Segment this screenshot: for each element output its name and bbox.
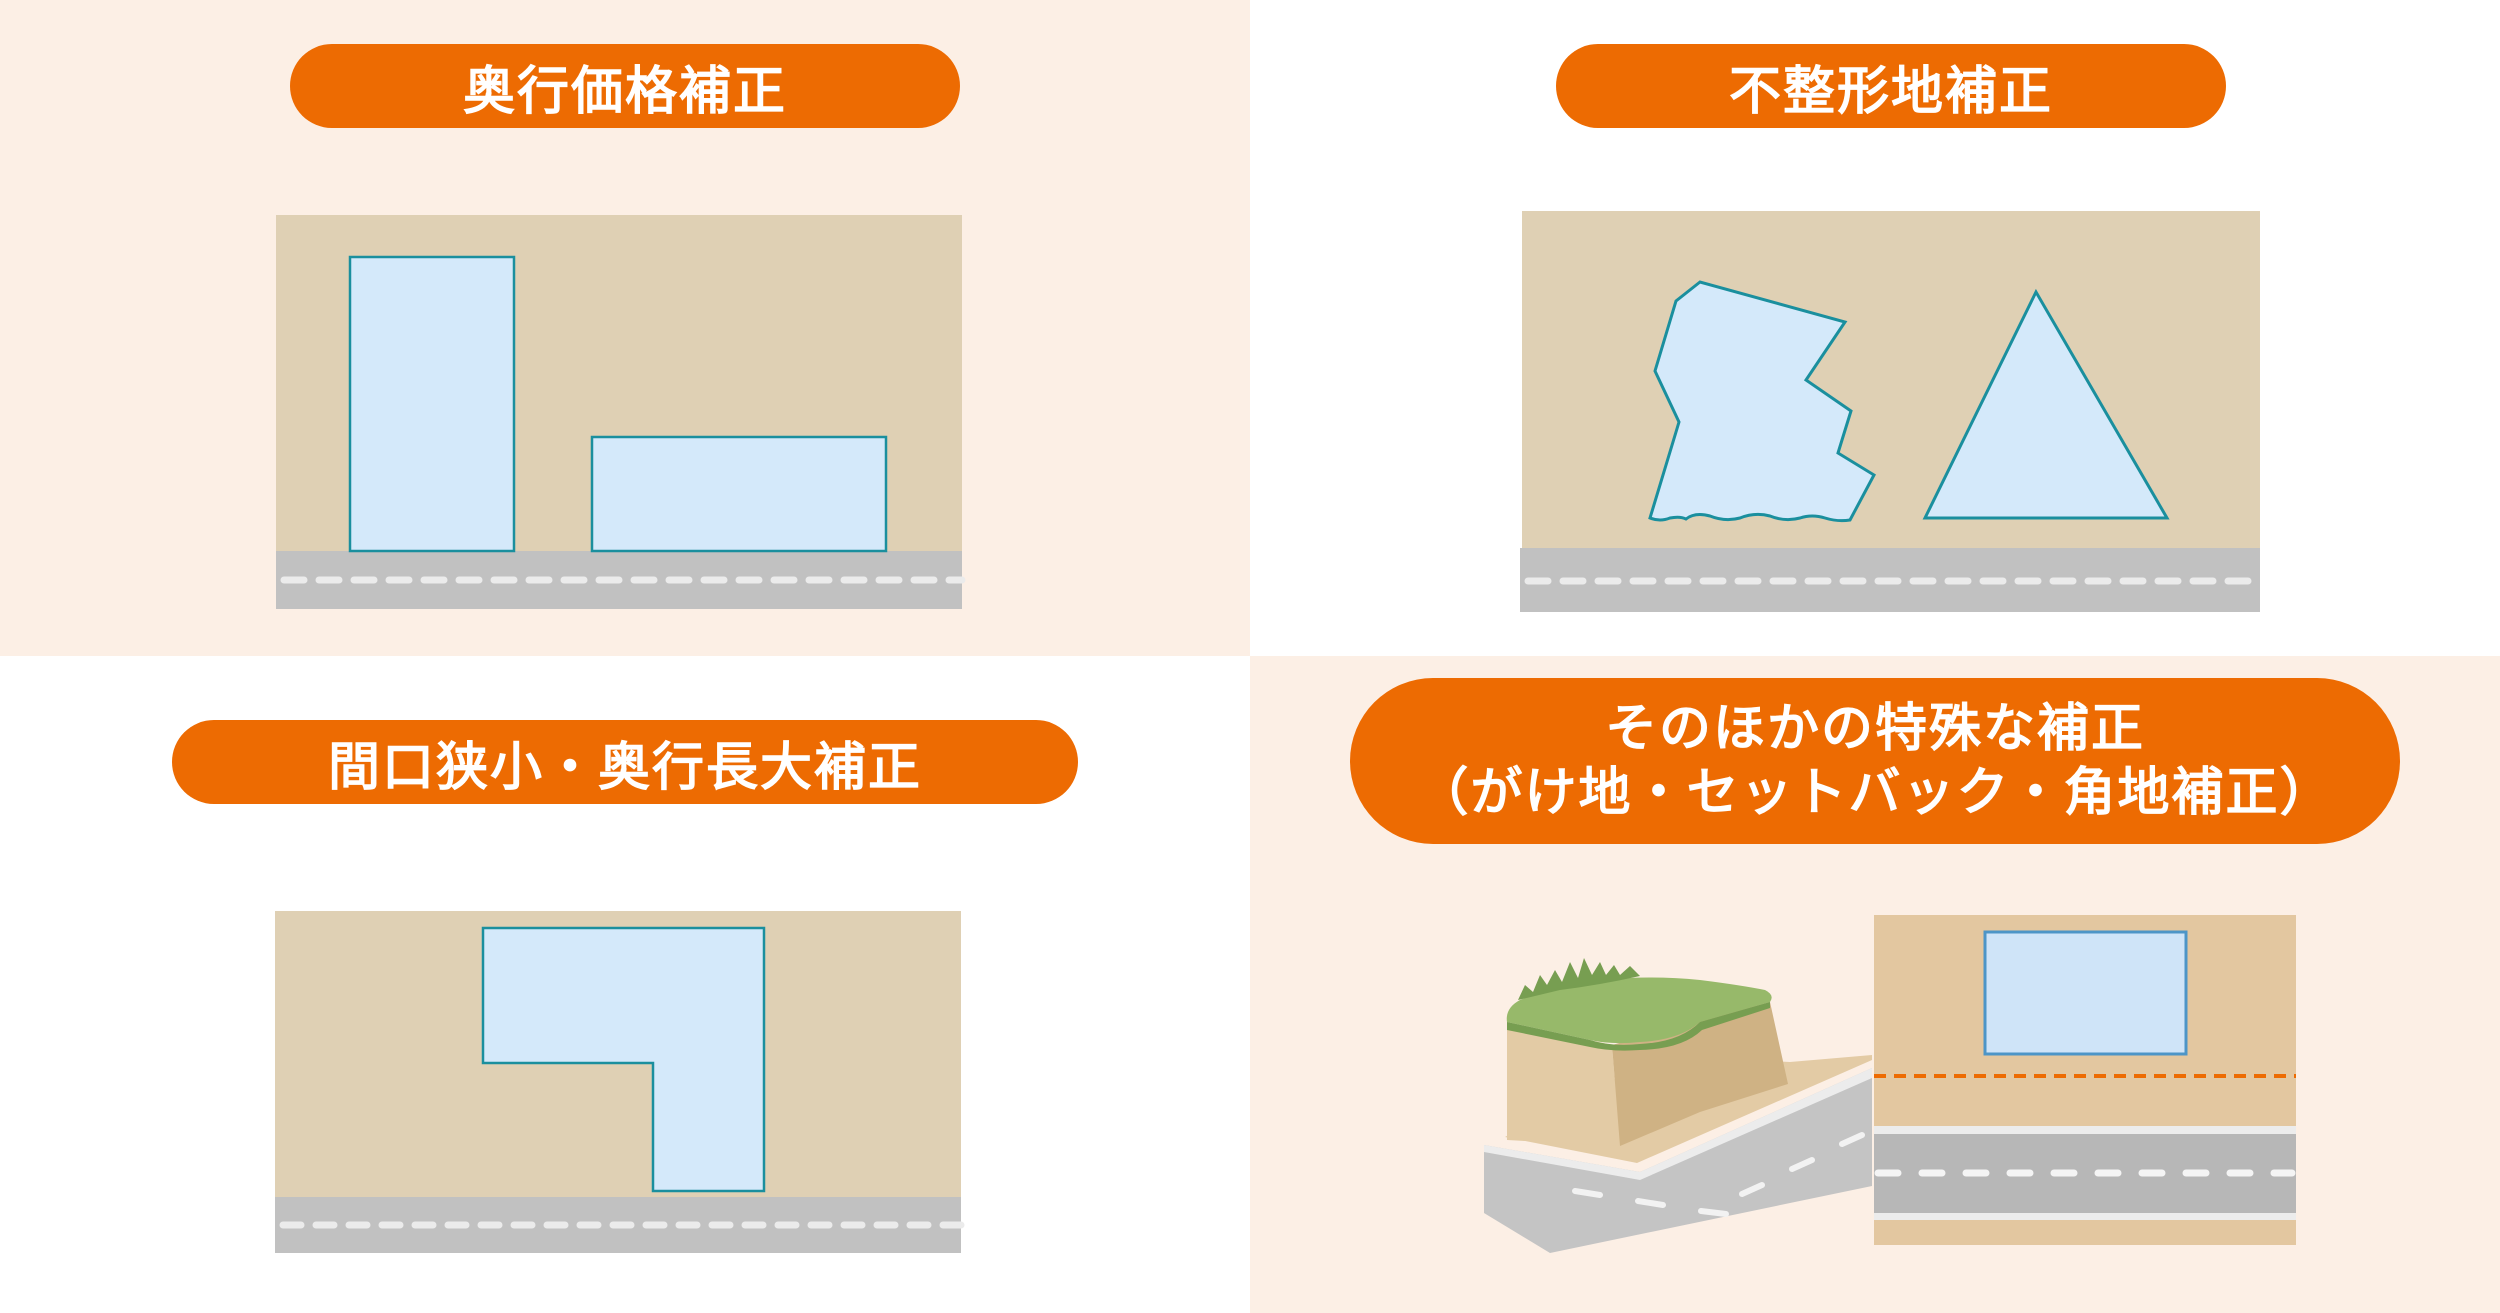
irregular-land-illustration — [1520, 211, 2262, 612]
grass-blades — [1518, 958, 1640, 1000]
slanted-road-dashes — [1572, 1132, 1865, 1217]
grass-edge — [1507, 1002, 1770, 1051]
irregular-lot — [1648, 280, 1876, 523]
title-text: 奥行価格補正 — [462, 61, 787, 122]
title-irregular-land-correction: 不整形地補正 — [1556, 44, 2226, 128]
title-text: 間口狭小・奥行長大補正 — [327, 737, 922, 798]
road-curb — [1484, 1068, 1872, 1180]
narrow-frontage-illustration — [275, 911, 965, 1253]
cliff-front-face — [1507, 1022, 1620, 1146]
sidewalk-bottom — [1874, 1213, 2296, 1220]
cliff-and-corner-illustration — [1484, 915, 2296, 1253]
deep-narrow-lot — [348, 255, 516, 553]
triangular-lot — [1922, 288, 2170, 520]
title-depth-price-correction: 奥行価格補正 — [290, 44, 960, 128]
grass-top — [1506, 977, 1772, 1044]
title-other-special-corrections: そのほかの特殊な補正 （がけ地・セットバック・角地補正） — [1350, 678, 2400, 844]
flag-shaped-lot — [481, 926, 766, 1193]
building-lot — [1983, 930, 2188, 1056]
title-text-line1: そのほかの特殊な補正 — [1604, 699, 2145, 759]
title-text-line2: （がけ地・セットバック・角地補正） — [1416, 763, 2334, 823]
title-text: 不整形地補正 — [1728, 61, 2053, 122]
title-narrow-frontage-correction: 間口狭小・奥行長大補正 — [172, 720, 1078, 804]
depth-price-illustration — [276, 215, 966, 609]
sidewalk-top — [1874, 1126, 2296, 1134]
shallow-wide-lot — [590, 435, 888, 553]
